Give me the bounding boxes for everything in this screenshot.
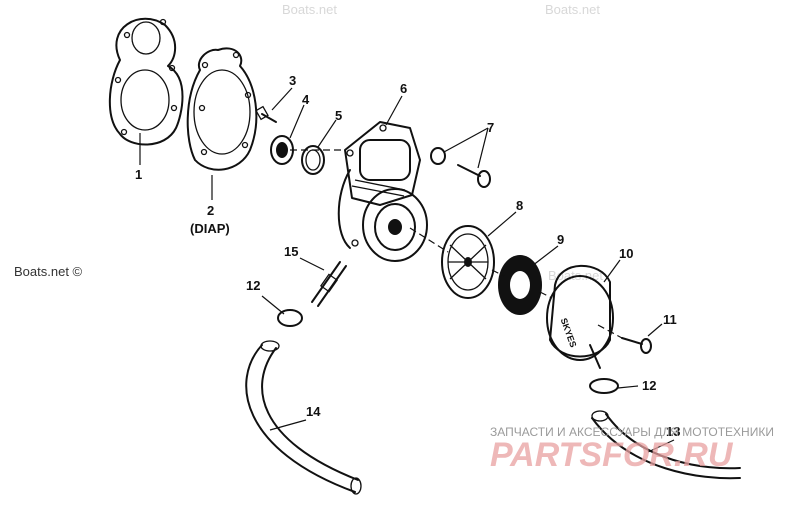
part-3-screw (255, 105, 277, 123)
part-1-gasket (108, 17, 184, 146)
callout-13: 13 (666, 424, 680, 439)
part-7-bolt-washer (430, 147, 491, 188)
callout-2: 2 (207, 203, 214, 218)
callout-7: 7 (487, 120, 494, 135)
part-8-filter-screen (441, 225, 495, 299)
part-14-hose (245, 340, 362, 495)
callout-3: 3 (289, 73, 296, 88)
part-4-valve (270, 135, 294, 165)
callout-11: 11 (663, 312, 677, 327)
callout-1: 1 (135, 167, 142, 182)
part-12-clamp-left (277, 309, 303, 327)
part-15-fitting (311, 261, 347, 307)
part-2-diaphragm (186, 47, 258, 171)
callout-14: 14 (306, 404, 321, 419)
watermark-top-right: Boats.net (545, 2, 600, 17)
callout-2-sub: (DIAP) (190, 221, 230, 236)
watermark-top-left: Boats.net (282, 2, 337, 17)
callout-12-right: 12 (642, 378, 656, 393)
part-9-seal-ring (498, 255, 542, 315)
part-13-hose (591, 410, 741, 480)
callout-5: 5 (335, 108, 342, 123)
filter-cap-imprint: SKYES (559, 317, 579, 349)
callout-15: 15 (284, 244, 298, 259)
assembly-axis-center (409, 227, 553, 299)
leader-lines (139, 87, 675, 453)
callout-9: 9 (557, 232, 564, 247)
part-11-screw (621, 337, 652, 354)
part-12-clamp-right (589, 378, 619, 394)
assembly-axis-right (597, 324, 623, 339)
callout-10: 10 (619, 246, 633, 261)
callout-12-left: 12 (246, 278, 260, 293)
brand-logo: PARTSFOR.RU (490, 436, 734, 474)
brand-watermark: ЗАПЧАСТИ И АКСЕССУАРЫ ДЛЯ МОТОТЕХНИКИ PA… (490, 425, 774, 474)
callout-8: 8 (516, 198, 523, 213)
brand-tagline: ЗАПЧАСТИ И АКСЕССУАРЫ ДЛЯ МОТОТЕХНИКИ (490, 425, 774, 439)
callout-4: 4 (302, 92, 310, 107)
part-6-pump-body (337, 121, 428, 262)
callout-6: 6 (400, 81, 407, 96)
watermark-left: Boats.net © (14, 264, 83, 279)
